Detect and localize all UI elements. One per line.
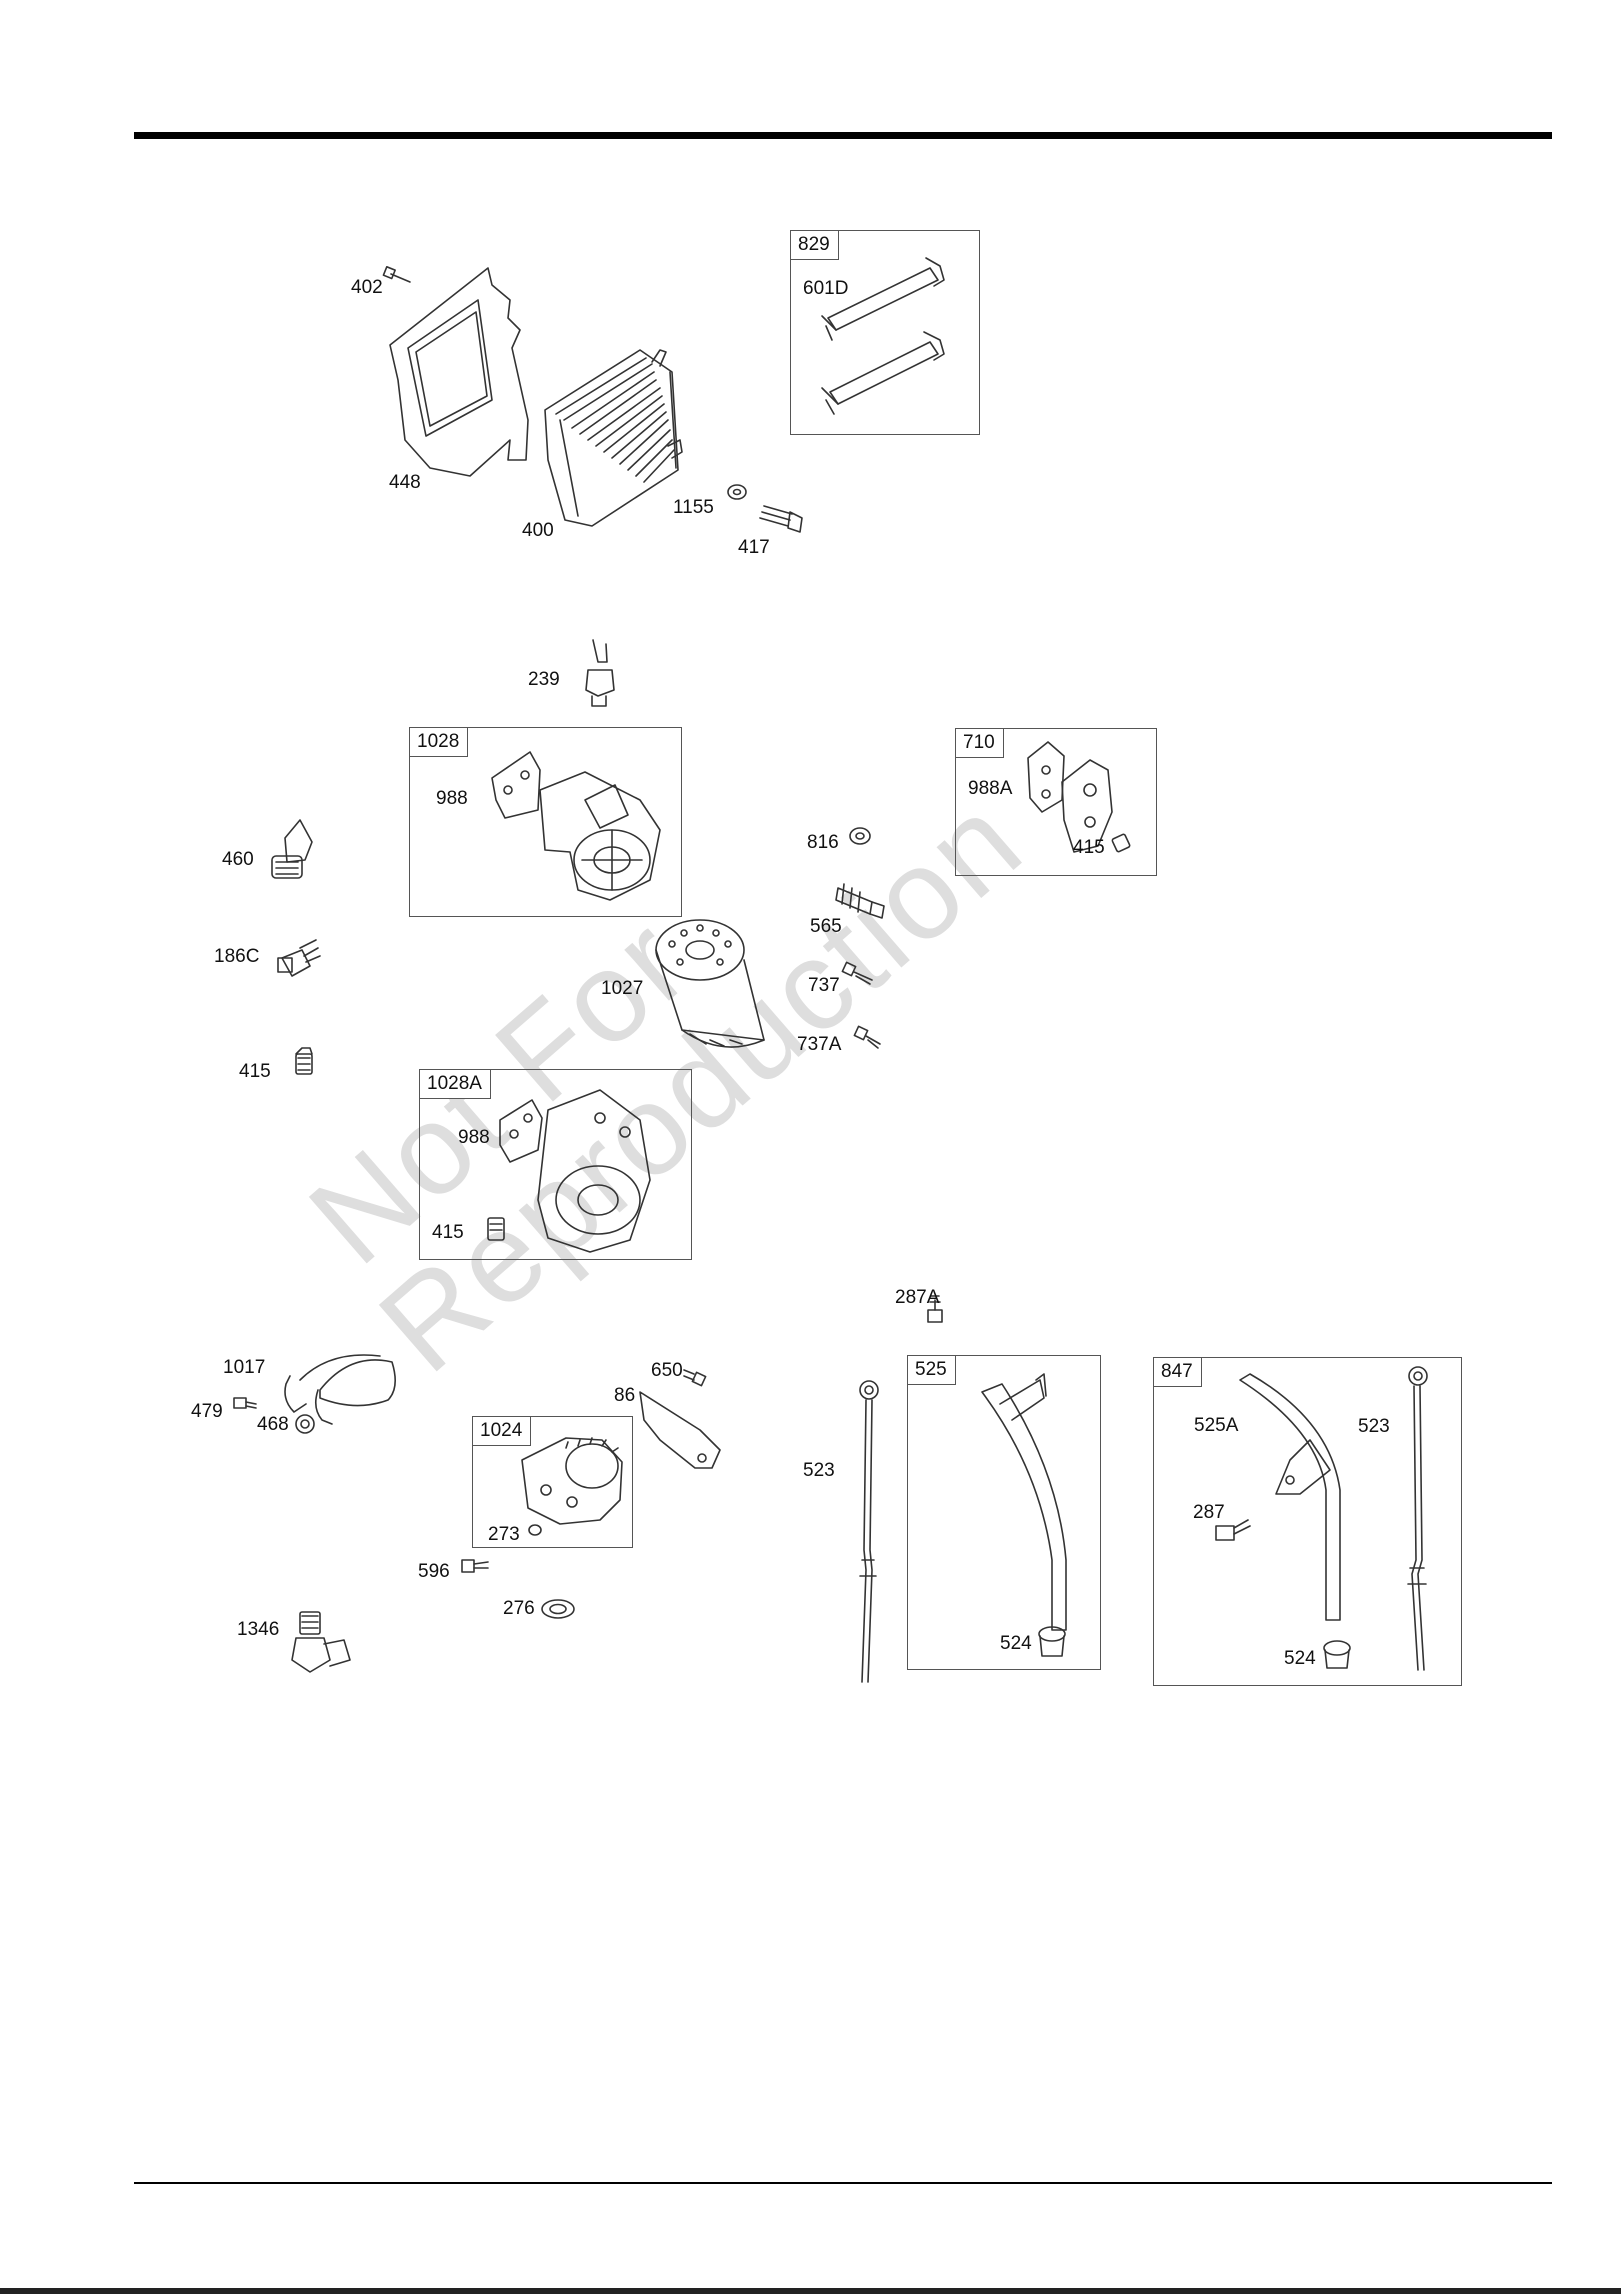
callout-415-kit1028a: 415	[432, 1223, 464, 1242]
part-186c-fitting	[278, 940, 320, 976]
callout-524-kit525: 524	[1000, 1634, 1032, 1653]
callout-816: 816	[807, 833, 839, 852]
part-468-washer	[296, 1415, 314, 1433]
callout-737a: 737A	[797, 1035, 841, 1054]
callout-415-left: 415	[239, 1062, 271, 1081]
part-479-screw	[234, 1398, 256, 1408]
callout-86: 86	[614, 1386, 635, 1405]
part-847-dipstick-tube	[1240, 1374, 1340, 1620]
callout-186c: 186C	[214, 947, 259, 966]
callout-524-kit847: 524	[1284, 1649, 1316, 1668]
callout-276: 276	[503, 1599, 535, 1618]
callout-1017: 1017	[223, 1358, 265, 1377]
callout-1155: 1155	[673, 498, 714, 517]
part-650-screw	[684, 1370, 706, 1386]
part-415-plug-left	[296, 1048, 312, 1074]
part-524-grommet-847	[1324, 1641, 1350, 1668]
part-1028a-gasket	[500, 1100, 542, 1162]
part-1028-adapter	[540, 772, 660, 900]
callout-988-kit1028: 988	[436, 789, 468, 808]
part-402-screw	[383, 267, 410, 282]
callout-1346: 1346	[237, 1620, 279, 1639]
callout-479: 479	[191, 1402, 223, 1421]
callout-415-kit710: 415	[1073, 838, 1105, 857]
part-239-pressure-switch	[586, 640, 614, 706]
callout-460: 460	[222, 850, 254, 869]
part-523-dipstick-left	[860, 1381, 878, 1682]
callout-273: 273	[488, 1525, 520, 1544]
part-523-dipstick-right	[1408, 1367, 1427, 1670]
callout-525a: 525A	[1194, 1416, 1238, 1435]
callout-287a: 287A	[895, 1288, 939, 1307]
part-1346-drain-valve	[292, 1612, 350, 1672]
part-816-washer	[850, 828, 870, 844]
callout-523-left: 523	[803, 1461, 835, 1480]
part-1155-washer	[728, 485, 746, 499]
part-601d-hose-lower	[822, 332, 944, 414]
callout-402: 402	[351, 278, 383, 297]
callout-400: 400	[522, 521, 554, 540]
part-1028a-adapter	[538, 1090, 650, 1252]
scan-edge	[0, 2288, 1621, 2294]
callout-650: 650	[651, 1361, 683, 1380]
part-737a-screw	[854, 1026, 880, 1048]
part-737-screw	[842, 962, 872, 984]
part-276-seal	[542, 1600, 574, 1618]
part-1027-oil-filter	[656, 920, 764, 1047]
callout-468: 468	[257, 1415, 289, 1434]
callout-988a: 988A	[968, 779, 1012, 798]
part-1017-breather	[285, 1355, 395, 1424]
callout-988-kit1028a: 988	[458, 1128, 490, 1147]
bottom-rule	[134, 2182, 1552, 2184]
part-415-plug-710	[1112, 834, 1131, 853]
part-565-nipple	[836, 884, 884, 918]
callout-601d: 601D	[803, 279, 848, 298]
callout-523-kit847: 523	[1358, 1417, 1390, 1436]
part-448-bracket	[390, 268, 528, 476]
callout-737: 737	[808, 976, 840, 995]
callout-239: 239	[528, 670, 560, 689]
part-596-screw	[462, 1560, 488, 1572]
part-1028-gasket	[492, 752, 540, 818]
part-287-bolt	[1216, 1520, 1250, 1540]
part-988a-gasket	[1028, 742, 1064, 812]
callout-565: 565	[810, 917, 842, 936]
part-86-cover	[640, 1392, 720, 1468]
callout-1027: 1027	[601, 979, 643, 998]
part-400-oil-cooler	[545, 350, 682, 526]
part-417-bolt	[760, 506, 802, 532]
part-415-plug-1028a	[488, 1218, 504, 1240]
part-460-elbow-fitting	[272, 820, 312, 878]
part-525-dipstick-tube	[982, 1374, 1066, 1630]
callout-448: 448	[389, 473, 421, 492]
callout-417: 417	[738, 538, 770, 557]
callout-596: 596	[418, 1562, 450, 1581]
part-601d-hose-upper	[822, 258, 944, 340]
part-1024-oil-pump	[522, 1438, 622, 1535]
part-524-grommet-525	[1039, 1627, 1065, 1656]
callout-287: 287	[1193, 1503, 1225, 1522]
